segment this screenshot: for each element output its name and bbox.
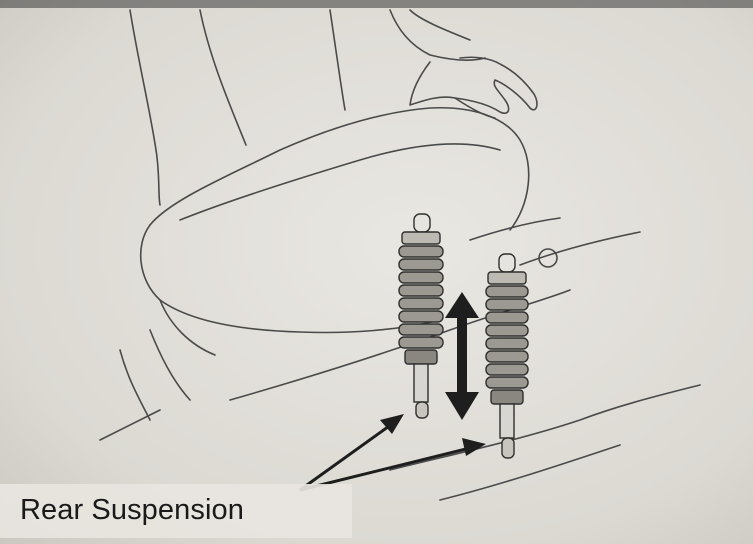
caption-label: Rear Suspension <box>20 494 244 527</box>
top-edge-shadow <box>0 0 753 8</box>
